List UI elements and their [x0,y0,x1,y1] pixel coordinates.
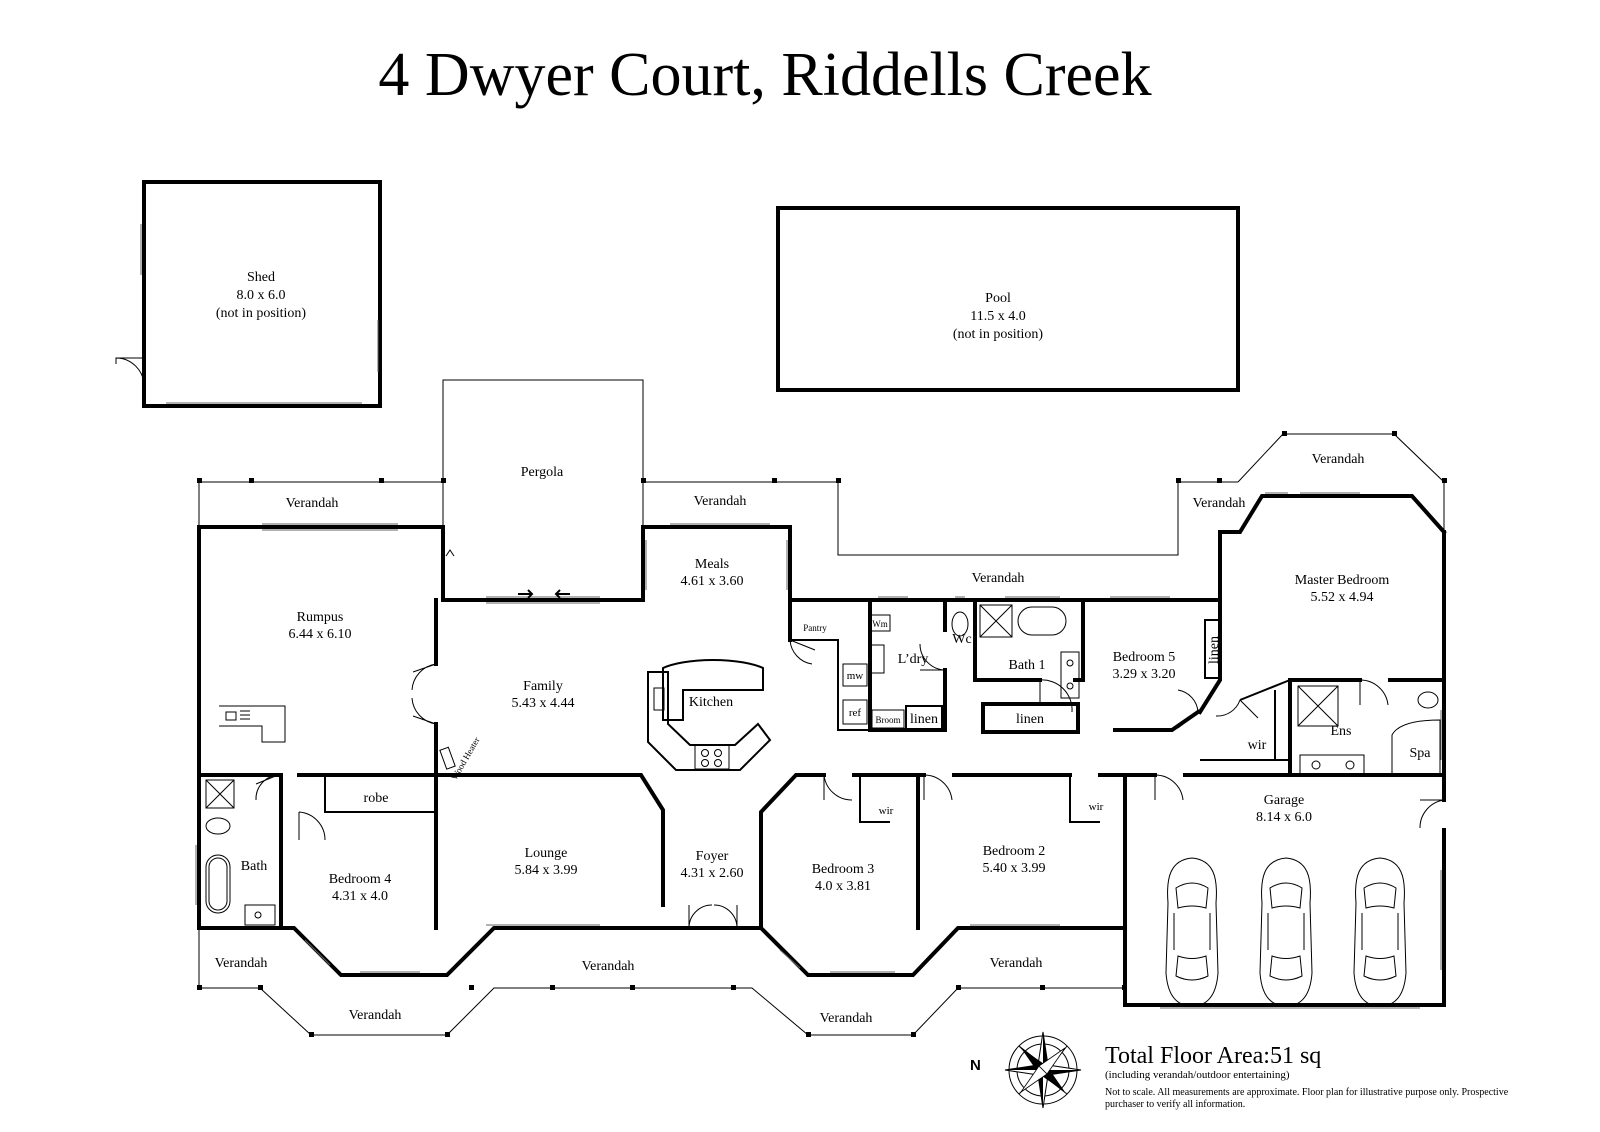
bedroom2-label: Bedroom 2 [983,844,1046,859]
garage-dims: 8.14 x 6.0 [1256,810,1312,825]
pool-label: Pool [985,291,1011,306]
bedroom5-dims: 3.29 x 3.20 [1113,667,1176,682]
rumpus-label: Rumpus [297,610,344,625]
foyer-label: Foyer [696,849,729,864]
bath1-linen-label: linen [1016,712,1044,727]
bedroom3-dims: 4.0 x 3.81 [815,879,871,894]
fixtures [205,604,1441,926]
verandah-label: Verandah [349,1008,402,1023]
legend: Total Floor Area:51 sq (including verand… [1105,1043,1545,1111]
lounge-label: Lounge [525,846,568,861]
lounge-dims: 5.84 x 3.99 [515,863,578,878]
broom-cupboard-label: Broom [875,715,900,725]
foyer-dims: 4.31 x 2.60 [681,866,744,881]
car-icon [1259,857,1313,1007]
verandah-label: Verandah [286,496,339,511]
bedroom2-wir-label: wir [1089,801,1104,813]
exterior-walls [197,494,1447,1007]
pantry-label: Pantry [803,623,827,633]
fixture-labels: Wm mw ref Broom linen linen linen wir wi… [449,619,1266,817]
garage-label: Garage [1264,793,1304,808]
car-icon [1353,857,1407,1007]
pool-dims: 11.5 x 4.0 [970,309,1025,324]
rumpus-dims: 6.44 x 6.10 [289,627,352,642]
bedroom3-label: Bedroom 3 [812,862,875,877]
master-label: Master Bedroom [1295,573,1390,588]
verandah-label: Verandah [972,571,1025,586]
kitchen-label: Kitchen [689,695,733,710]
compass-rose-icon [1004,1031,1082,1109]
bedroom5-linen-label: linen [1207,636,1222,664]
robe-label: robe [364,791,389,806]
family-label: Family [523,679,563,694]
verandah-label: Verandah [694,494,747,509]
bedroom5-label: Bedroom 5 [1113,650,1176,665]
verandah-label: Verandah [215,956,268,971]
verandah-labels: Verandah Verandah Verandah Verandah Vera… [215,452,1365,1026]
verandah-label: Verandah [1193,496,1246,511]
garage-cars [1165,857,1407,1007]
shed: Shed 8.0 x 6.0 (not in position) [115,180,382,408]
family-dims: 5.43 x 4.44 [512,696,575,711]
verandah-outlines [198,379,1445,1036]
verandah-label: Verandah [990,956,1043,971]
bedroom4-label: Bedroom 4 [329,872,392,887]
microwave-label: mw [847,670,864,682]
spa-label: Spa [1410,746,1432,761]
verandah-label: Verandah [1312,452,1365,467]
meals-dims: 4.61 x 3.60 [681,574,744,589]
master-dims: 5.52 x 4.94 [1311,590,1374,605]
laundry-label: L’dry [898,652,929,667]
room-labels: Pergola Rumpus 6.44 x 6.10 Meals 4.61 x … [241,465,1432,904]
car-icon [1165,857,1219,1007]
laundry-linen-label: linen [910,712,938,727]
master-wir-label: wir [1248,738,1267,753]
sliding-door-arrows [518,589,570,599]
verandah-label: Verandah [820,1011,873,1026]
wc-label: Wc [952,632,971,647]
compass-north-label: N [970,1057,981,1074]
area-note: (including verandah/outdoor entertaining… [1105,1069,1290,1081]
shed-label: Shed [247,270,275,285]
pool: Pool 11.5 x 4.0 (not in position) [776,206,1240,392]
shed-dims: 8.0 x 6.0 [237,288,286,303]
doors [255,540,1445,929]
ensuite-label: Ens [1331,724,1352,739]
meals-label: Meals [695,557,729,572]
fridge-label: ref [849,707,862,719]
bedroom2-dims: 5.40 x 3.99 [983,861,1046,876]
windows [195,492,1442,1009]
pool-note: (not in position) [953,327,1044,342]
washing-machine-label: Wm [872,619,888,629]
bath1-label: Bath 1 [1009,658,1046,673]
shed-note: (not in position) [216,306,307,321]
bath-label: Bath [241,859,267,874]
plan-title: 4 Dwyer Court, Riddells Creek [378,41,1152,109]
verandah-posts [197,431,1447,1037]
pergola-label: Pergola [521,465,564,480]
bedroom3-wir-label: wir [879,805,894,817]
total-floor-area: Total Floor Area:51 sq [1105,1043,1322,1069]
bedroom4-dims: 4.31 x 4.0 [332,889,388,904]
disclaimer: Not to scale. All measurements are appro… [1105,1087,1509,1110]
verandah-label: Verandah [582,959,635,974]
